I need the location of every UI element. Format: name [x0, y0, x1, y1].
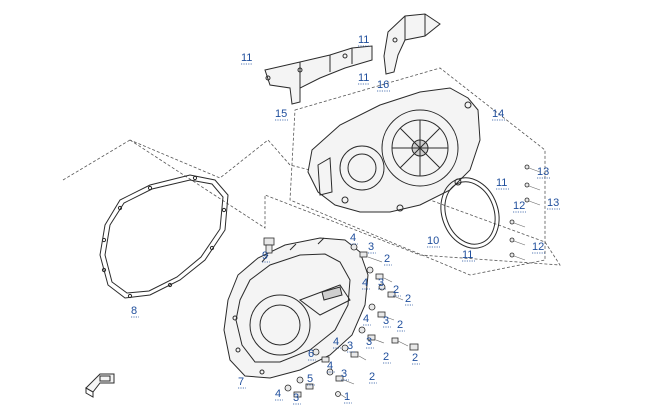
callout-number: 2 — [384, 253, 390, 265]
callout-3: 3 — [378, 277, 386, 290]
drain-plug — [263, 237, 275, 254]
callout-number: 16 — [377, 79, 389, 91]
fastener-set — [284, 164, 541, 399]
callout-4: 4 — [333, 336, 341, 349]
callout-number: 3 — [378, 277, 384, 289]
gasket-group-outline — [62, 139, 131, 181]
callout-12: 12 — [532, 241, 545, 254]
callout-4: 4 — [363, 313, 371, 326]
callout-number: 4 — [350, 232, 356, 244]
inner-cvt-cover — [307, 87, 481, 213]
callout-number: 14 — [492, 108, 504, 120]
callout-number: 2 — [412, 352, 418, 364]
callout-11: 11 — [358, 34, 370, 47]
cover-gasket — [99, 174, 229, 299]
callout-16: 16 — [377, 79, 390, 92]
mounting-bracket-16 — [383, 13, 441, 75]
callout-3: 3 — [293, 392, 301, 405]
callout-15: 15 — [275, 108, 288, 121]
callout-5: 5 — [307, 373, 315, 386]
callout-labels: 11 11 11 15 16 14 13 13 — [131, 34, 560, 405]
callout-2: 2 — [369, 371, 377, 384]
callout-number: 13 — [547, 197, 559, 209]
callout-13: 13 — [547, 197, 560, 210]
callout-11: 11 — [496, 177, 509, 190]
callout-number: 7 — [238, 376, 244, 388]
callout-11: 11 — [462, 249, 475, 262]
callout-number: 2 — [393, 284, 399, 296]
callout-number: 5 — [307, 373, 313, 385]
callout-9: 9 — [262, 250, 270, 263]
callout-number: 3 — [383, 315, 389, 327]
callout-number: 11 — [358, 72, 369, 84]
callout-number: 8 — [131, 305, 137, 317]
callout-number: 11 — [496, 177, 507, 189]
callout-number: 2 — [397, 319, 403, 331]
callout-number: 4 — [327, 360, 333, 372]
callout-number: 11 — [241, 52, 252, 64]
callout-2: 2 — [393, 284, 401, 297]
callout-2: 2 — [412, 352, 420, 365]
callout-3: 3 — [368, 241, 376, 254]
callout-10: 10 — [427, 235, 440, 248]
callout-14: 14 — [492, 108, 505, 121]
callout-3: 3 — [341, 368, 349, 381]
callout-2: 2 — [405, 293, 413, 306]
callout-number: 3 — [366, 336, 372, 348]
callout-number: 4 — [275, 388, 281, 400]
callout-number: 12 — [532, 241, 544, 253]
callout-number: 4 — [333, 336, 339, 348]
callout-number: 1 — [344, 391, 350, 403]
callout-number: 9 — [262, 250, 268, 262]
callout-number: 3 — [368, 241, 374, 253]
callout-6: 6 — [308, 348, 316, 361]
callout-number: 13 — [537, 166, 549, 178]
callout-number: 3 — [341, 368, 347, 380]
callout-number: 4 — [363, 313, 369, 325]
callout-3: 3 — [366, 336, 374, 349]
callout-number: 6 — [308, 348, 314, 360]
callout-number: 15 — [275, 108, 287, 120]
heat-shield-bracket — [264, 45, 373, 105]
callout-4: 4 — [327, 360, 335, 373]
callout-12: 12 — [513, 200, 526, 213]
callout-11: 11 — [358, 72, 370, 85]
callout-2: 2 — [397, 319, 405, 332]
front-direction-arrow-icon — [85, 373, 115, 398]
callout-3: 3 — [383, 315, 391, 328]
callout-4: 4 — [362, 277, 370, 290]
callout-number: 10 — [427, 235, 439, 247]
callout-8: 8 — [131, 305, 139, 318]
callout-number: 4 — [362, 277, 368, 289]
callout-number: 3 — [293, 392, 299, 404]
callout-2: 2 — [383, 351, 391, 364]
callout-2: 2 — [384, 253, 392, 266]
callout-number: 11 — [462, 249, 473, 261]
inner-cover-group-outline — [289, 67, 546, 276]
callout-7: 7 — [238, 376, 246, 389]
callout-11: 11 — [241, 52, 253, 65]
outer-cvt-cover — [223, 237, 369, 379]
callout-13: 13 — [537, 166, 550, 179]
callout-number: 2 — [405, 293, 411, 305]
callout-number: 3 — [347, 340, 353, 352]
callout-1: 1 — [344, 391, 352, 404]
seal-ring — [440, 177, 500, 249]
callout-3: 3 — [347, 340, 355, 353]
callout-number: 2 — [369, 371, 375, 383]
callout-number: 2 — [383, 351, 389, 363]
callout-number: 12 — [513, 200, 525, 212]
callout-4: 4 — [350, 232, 358, 245]
callout-4: 4 — [275, 388, 283, 401]
callout-number: 11 — [358, 34, 369, 46]
